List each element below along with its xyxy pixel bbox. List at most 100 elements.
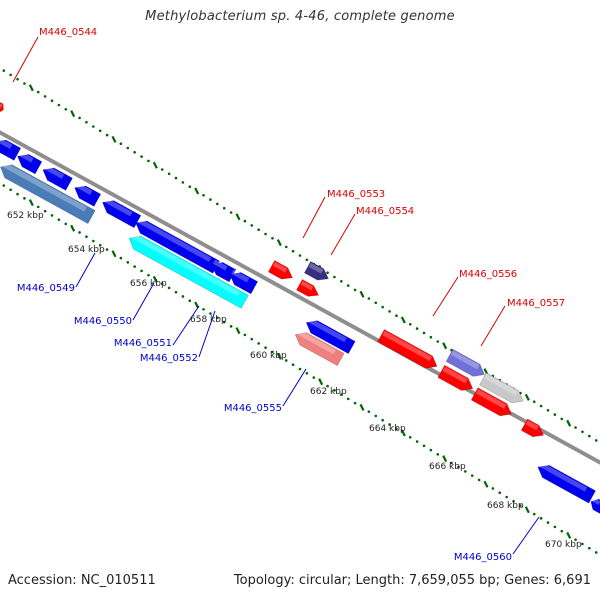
tick-dot (581, 542, 584, 546)
tick-dot (16, 77, 19, 81)
forward-gene-arrow-body (437, 364, 474, 391)
tick-dot (271, 350, 274, 354)
tick-dash (194, 187, 200, 195)
reverse-gene-arrow (211, 259, 237, 283)
forward-gene-arrow (377, 329, 438, 369)
tick-dot (264, 346, 267, 349)
tick-dot (257, 228, 260, 231)
tick-dot (291, 249, 295, 253)
tick-label: 658 kbp (190, 315, 227, 325)
tick-dash (400, 316, 406, 324)
gene-label-reverse: M446_0550 (74, 316, 132, 327)
tick-label: 656 kbp (130, 279, 167, 289)
tick-dot (216, 202, 219, 206)
tick-label: 666 kbp (429, 462, 466, 472)
tick-dash (28, 199, 34, 207)
forward-gene-arrow (303, 261, 329, 281)
reverse-gene-arrow-shine (18, 151, 34, 163)
tick-dot (284, 245, 288, 249)
tick-dot (250, 337, 254, 341)
gene-label-reverse: M446_0552 (140, 353, 198, 364)
tick-dot (491, 487, 495, 490)
tick-dot (140, 269, 143, 273)
gene-label-forward: M446_0554 (356, 206, 414, 217)
gene-label-forward-leader (12, 36, 39, 83)
tick-dot (23, 82, 26, 85)
tick-dot (271, 237, 274, 240)
tick-dot (326, 384, 329, 388)
tick-dot (222, 320, 226, 324)
tick-dot (298, 254, 302, 257)
reverse-gene-arrow (135, 218, 221, 274)
reverse-gene-arrow (0, 136, 22, 161)
reverse-gene-arrow-body (537, 464, 596, 504)
tick-dot (202, 307, 205, 311)
tick-dot (229, 211, 233, 214)
gene-label-forward-leader (302, 196, 326, 239)
tick-dot (312, 376, 316, 379)
gene-label-forward: M446_0544 (39, 27, 97, 38)
reverse-gene-arrow (17, 151, 43, 175)
gene-label-forward-leader (480, 305, 506, 347)
reverse-gene-arrow-shine (231, 269, 250, 283)
tick-dot (160, 282, 164, 285)
tick-dot (581, 430, 584, 434)
forward-gene-arrow (296, 279, 320, 297)
tick-dash (318, 378, 324, 386)
gene-label-reverse: M446_0555 (224, 403, 282, 414)
tick-label: 668 kbp (487, 501, 524, 511)
tick-dot (167, 286, 171, 290)
tick-dot (340, 393, 343, 396)
tick-dash (442, 455, 448, 463)
tick-dot (546, 409, 550, 412)
forward-gene-arrow (470, 387, 512, 417)
tick-dash (359, 290, 365, 298)
tick-dot (415, 440, 419, 443)
reverse-gene-arrow-shine (1, 161, 87, 212)
tick-dot (78, 116, 81, 120)
tick-dot (43, 209, 47, 213)
tick-dot (436, 340, 440, 343)
tick-dot (594, 551, 598, 554)
tick-dot (553, 413, 557, 416)
tick-dot (381, 305, 384, 309)
forward-gene-arrow-body (296, 279, 320, 297)
tick-label: 652 kbp (7, 211, 44, 221)
forward-gene-arrow-shine (300, 280, 314, 291)
tick-dot (98, 243, 102, 247)
tick-dot (98, 129, 102, 133)
tick-dot (457, 465, 460, 469)
tick-dot (408, 323, 412, 326)
gene-label-forward-leader (432, 276, 459, 317)
tick-dot (546, 521, 550, 524)
gene-label-reverse-leader (172, 305, 200, 346)
tick-dash (70, 110, 76, 118)
gene-label-reverse-leader (75, 252, 96, 288)
gene-label-forward: M446_0557 (507, 298, 565, 309)
tick-dot (422, 331, 426, 335)
reverse-gene-arrow-body (135, 220, 221, 274)
reverse-gene-arrow-body (211, 262, 237, 283)
forward-gene-arrow-body (0, 101, 4, 114)
reverse-gene-arrow-shine (76, 182, 93, 195)
tick-dot (105, 248, 109, 251)
tick-dot (23, 197, 26, 200)
reverse-gene-arrow-body (294, 332, 345, 367)
gene-label-reverse-leader (282, 368, 307, 407)
tick-dash (442, 342, 448, 350)
forward-gene-arrow-shine (484, 374, 519, 396)
tick-dot (346, 397, 350, 401)
tick-dot (147, 273, 150, 277)
tick-dot (470, 474, 474, 477)
tick-dot (85, 120, 88, 124)
tick-dot (436, 453, 440, 456)
tick-dot (346, 284, 350, 287)
forward-gene-arrow-shine (442, 366, 468, 384)
reverse-gene-arrow-body (128, 235, 249, 309)
tick-dot (512, 499, 515, 503)
tick-dash (566, 531, 572, 539)
tick-label: 662 kbp (310, 387, 347, 397)
tick-dot (560, 417, 564, 421)
